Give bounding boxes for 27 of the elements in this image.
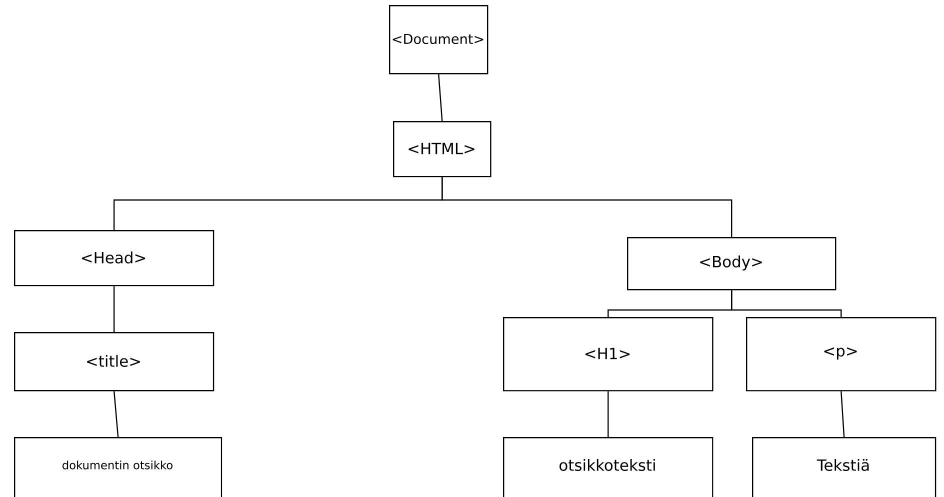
node-label: <Head> [82, 252, 146, 264]
tag-box [14, 230, 214, 286]
connector-line [731, 290, 842, 317]
tag-box [503, 437, 714, 497]
connector-line [840, 391, 845, 438]
tag-box [627, 237, 836, 290]
node-label: otsikkoteksti [560, 459, 655, 471]
node-label: dokumentin otsikko [62, 460, 172, 470]
tag-box [746, 317, 936, 392]
connector-line [113, 391, 119, 438]
tag-box [503, 317, 714, 392]
connector-line [608, 391, 609, 437]
node-label: <title> [87, 355, 140, 367]
tag-box [393, 121, 492, 178]
connector-line [442, 177, 732, 237]
tag-box [389, 5, 488, 74]
node-label: <H1> [585, 348, 630, 360]
tag-box [14, 332, 214, 392]
node-label: <Body> [700, 256, 762, 270]
tag-box [752, 437, 936, 497]
node-label: <Document> [392, 34, 484, 44]
node-label: Tekstiä [816, 459, 869, 471]
tag-box [14, 437, 222, 497]
node-label: <p> [824, 347, 857, 360]
node-label: <HTML> [408, 142, 474, 154]
connector-line [113, 286, 115, 332]
connector-line [438, 74, 443, 122]
